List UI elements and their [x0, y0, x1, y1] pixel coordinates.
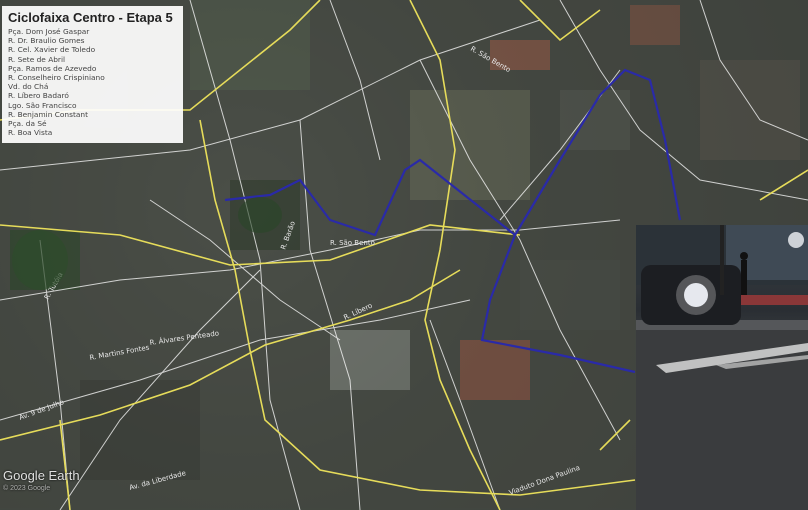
street-item: Lgo. São Francisco — [8, 100, 77, 110]
street-photo — [636, 225, 808, 510]
street-item: R. Sete de Abril — [8, 54, 66, 64]
street-item: Pça. Ramos de Azevedo — [8, 63, 97, 73]
headlight-glow — [684, 283, 708, 307]
street-item: Pça. da Sé — [8, 119, 47, 129]
street-item: R. Líbero Badaró — [8, 91, 69, 101]
street-item: R. Benjamin Constant — [8, 109, 88, 119]
park-area — [12, 230, 68, 290]
google-earth-watermark: Google Earth © 2023 Google — [3, 468, 80, 492]
legend-panel: Ciclofaixa Centro - Etapa 5 Pça. Dom Jos… — [2, 6, 183, 143]
street-item: R. Conselheiro Crispiniano — [8, 73, 105, 83]
street-photo-scene — [636, 225, 808, 510]
street-item: Vd. do Chá — [8, 82, 49, 92]
park-area — [238, 197, 282, 233]
map-title: Ciclofaixa Centro - Etapa 5 — [8, 10, 173, 25]
street-item: R. Cel. Xavier de Toledo — [8, 45, 96, 55]
bike-route — [224, 68, 682, 374]
copyright-text: © 2023 Google — [3, 485, 51, 492]
street-item: R. Boa Vista — [8, 128, 53, 138]
pedestrian-shape — [741, 260, 747, 295]
street-list: Pça. Dom José Gaspar R. Dr. Braulio Gome… — [2, 27, 183, 137]
street-item: R. Dr. Braulio Gomes — [8, 36, 85, 46]
svg-text:R. São Bento: R. São Bento — [330, 239, 375, 247]
watermark-text: Google Earth — [3, 468, 80, 483]
street-item: Pça. Dom José Gaspar — [8, 27, 90, 36]
